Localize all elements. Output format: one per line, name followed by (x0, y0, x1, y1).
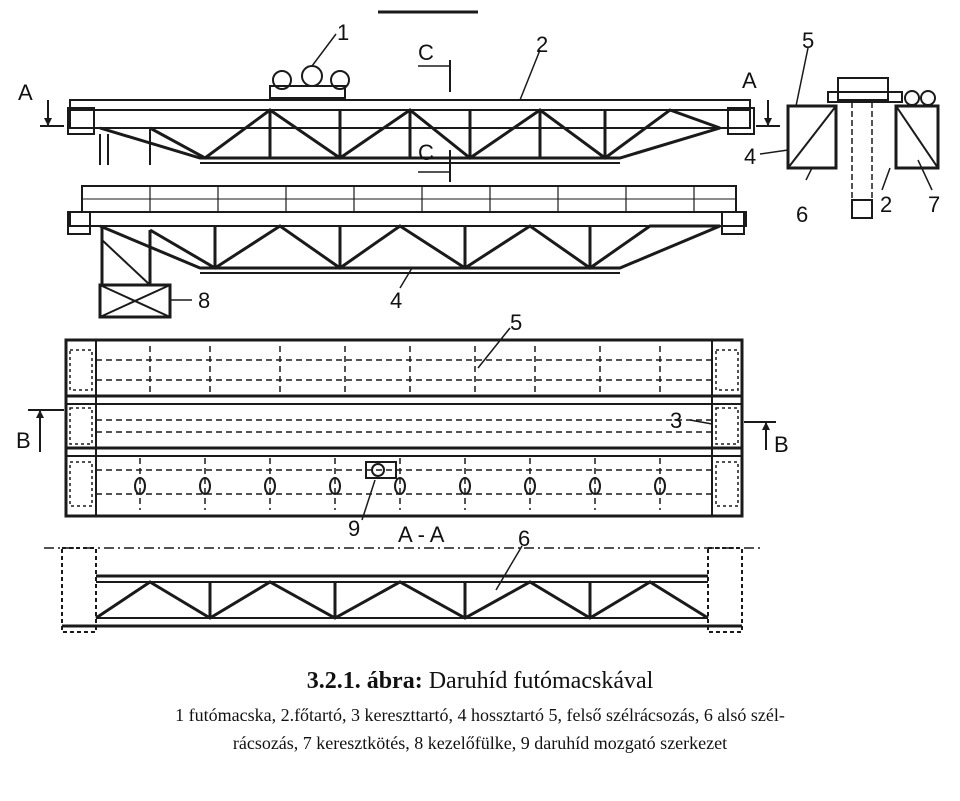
drive-mechanism (361, 461, 397, 521)
figure-legend-line-1: 1 futómacska, 2.főtartó, 3 kereszttartó,… (175, 705, 785, 725)
label-4: 4 (390, 288, 402, 313)
operator-cabin (98, 226, 192, 319)
label-4-section: 4 (744, 144, 756, 169)
cross-section-cc (786, 77, 940, 219)
leader-lines (399, 47, 933, 591)
label-c-top: C (418, 40, 434, 65)
label-a-right: A (742, 68, 757, 93)
figure-number: 3.2.1. ábra: (306, 668, 423, 694)
label-5: 5 (510, 310, 522, 335)
label-2-section: 2 (880, 192, 892, 217)
label-b-right: B (774, 432, 789, 457)
label-7: 7 (928, 192, 940, 217)
longitudinal-girder-elevation (67, 185, 747, 274)
section-aa-view (44, 547, 760, 633)
figure-title: Daruhíd futómacskával (428, 668, 654, 694)
label-6-section: 6 (796, 202, 808, 227)
label-6: 6 (518, 526, 530, 551)
label-b-left: B (16, 428, 31, 453)
section-mark-c (418, 60, 451, 182)
figure-caption-title: 3.2.1. ábra: Daruhíd futómacskával (0, 668, 960, 695)
label-2-main-girder: 2 (536, 32, 548, 57)
crane-bridge-drawing: 1 2 2 3 4 4 5 5 6 6 7 8 9 A A B B C C A … (16, 10, 940, 633)
label-3: 3 (670, 408, 682, 433)
label-1: 1 (337, 20, 349, 45)
label-5-section: 5 (802, 28, 814, 53)
figure-legend-line-2: rácsozás, 7 keresztkötés, 8 kezelőfülke,… (232, 733, 728, 753)
section-mark-a-right (756, 100, 780, 127)
section-mark-b-left (28, 409, 64, 452)
section-mark-a-left (40, 100, 64, 127)
label-a-left: A (18, 80, 33, 105)
label-8: 8 (198, 288, 210, 313)
label-c-bottom: C (418, 140, 434, 165)
main-girder-elevation (67, 99, 755, 165)
label-9: 9 (348, 516, 360, 541)
label-section-aa: A - A (398, 522, 445, 547)
section-mark-b-right (744, 421, 776, 450)
trolley (269, 33, 350, 99)
plan-view (64, 338, 744, 521)
main-girder-truss (149, 108, 721, 160)
